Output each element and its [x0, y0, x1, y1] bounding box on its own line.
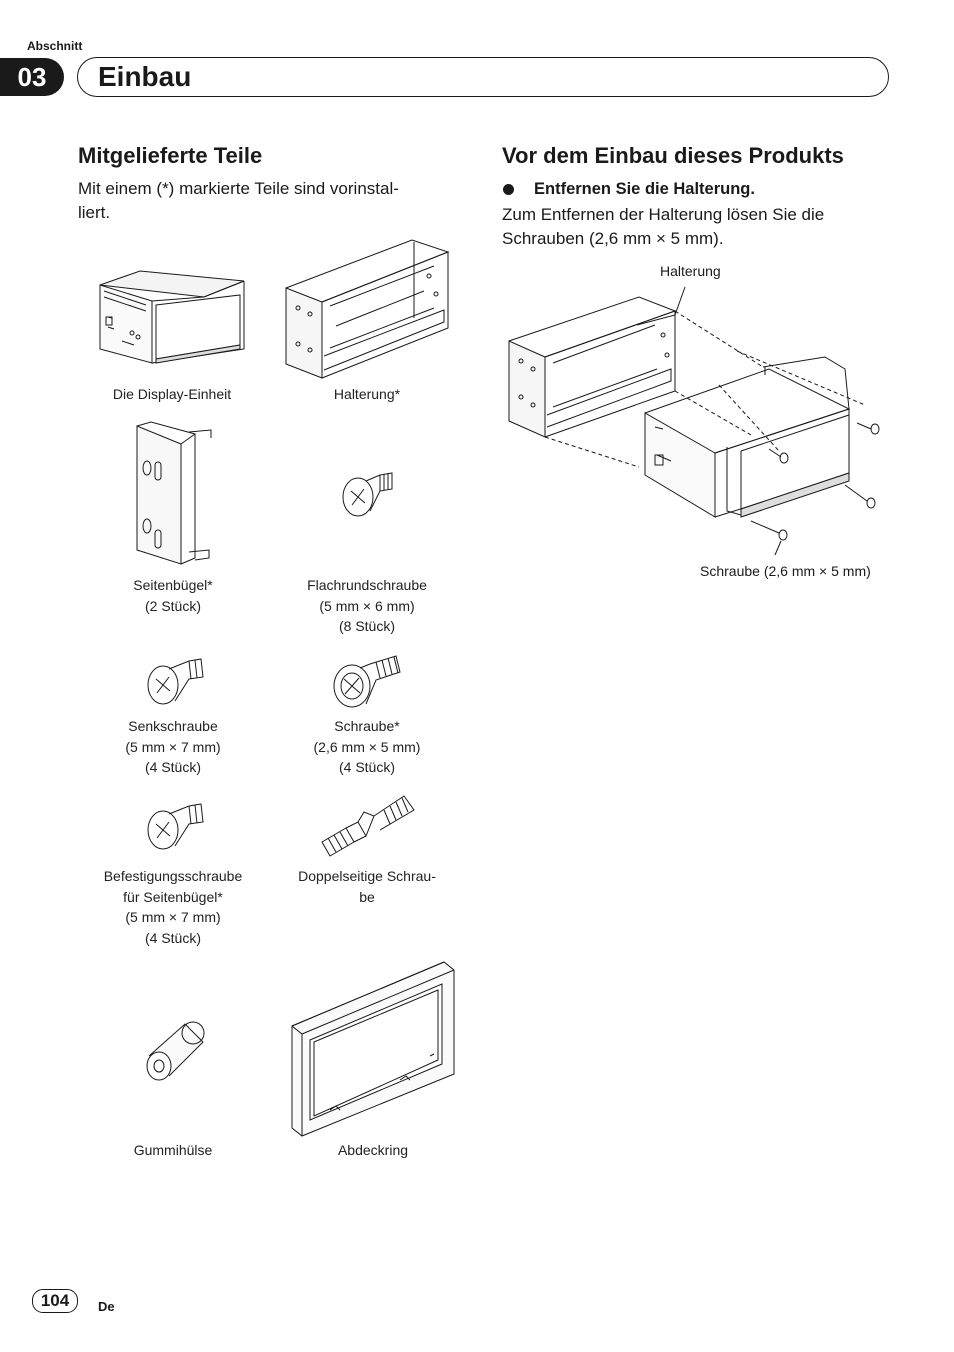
chapter-title-frame: [77, 57, 889, 97]
screw-middle: [769, 449, 788, 463]
display-unit-illustration: [92, 267, 252, 367]
rubber-bush-illustration: [145, 1018, 207, 1082]
page-number: 104: [32, 1289, 78, 1313]
flat-head-screw-illustration: [340, 465, 400, 520]
step-title: Entfernen Sie die Halterung.: [534, 180, 755, 198]
screw-top-right: [857, 423, 879, 434]
part-caption-rubber-bush: Gummihülse: [133, 1142, 213, 1158]
callout-bracket-label: Halterung: [660, 263, 721, 279]
part-caption-side-bracket: Seitenbügel* (2 Stück): [133, 577, 213, 614]
side-bracket-illustration: [133, 420, 215, 570]
supplied-parts-heading: Mitgelieferte Teile: [78, 143, 263, 168]
fixing-screw-illustration: [145, 800, 207, 854]
chapter-number-badge: 03: [0, 58, 64, 96]
screw-bottom-right: [845, 485, 875, 508]
step-text-line-2: Schrauben (2,6 mm × 5 mm).: [502, 229, 724, 248]
part-caption-display-unit: Die Display-Einheit: [112, 386, 232, 402]
intro-line-1: Mit einem (*) markierte Teile sind vorin…: [78, 179, 399, 198]
bracket-illustration: [284, 236, 450, 381]
screw-bottom: [751, 521, 787, 555]
language-code: De: [98, 1299, 115, 1314]
part-caption-fixing-screw: Befestigungsschraube für Seitenbügel* (5…: [103, 868, 243, 946]
part-caption-flat-head-screw: Flachrundschraube (5 mm × 6 mm) (8 Stück…: [307, 577, 427, 634]
step-text-line-1: Zum Entfernen der Halterung lösen Sie di…: [502, 205, 825, 224]
trim-ring-illustration: [290, 960, 456, 1138]
part-caption-trim-ring: Abdeckring: [337, 1142, 409, 1158]
part-caption-double-sided-screw: Doppelseitige Schrau- be: [298, 868, 436, 905]
part-caption-bracket: Halterung*: [333, 386, 401, 402]
part-caption-small-screw: Schraube* (2,6 mm × 5 mm) (4 Stück): [313, 718, 421, 775]
before-install-heading: Vor dem Einbau dieses Produkts: [502, 143, 844, 168]
callout-screw-label: Schraube (2,6 mm × 5 mm): [700, 563, 871, 579]
step-text: Zum Entfernen der Halterung lösen Sie di…: [502, 203, 902, 251]
bracket-removal-diagram: [505, 285, 890, 555]
section-label: Abschnitt: [27, 39, 83, 53]
countersunk-screw-illustration: [145, 655, 207, 709]
supplied-parts-intro: Mit einem (*) markierte Teile sind vorin…: [78, 177, 458, 225]
double-sided-screw-illustration: [318, 790, 416, 860]
chapter-title: Einbau: [98, 61, 192, 92]
part-caption-countersunk-screw: Senkschraube (5 mm × 7 mm) (4 Stück): [125, 718, 221, 775]
small-screw-illustration: [332, 652, 402, 710]
intro-line-2: liert.: [78, 203, 111, 222]
step-bullet: [503, 184, 514, 195]
